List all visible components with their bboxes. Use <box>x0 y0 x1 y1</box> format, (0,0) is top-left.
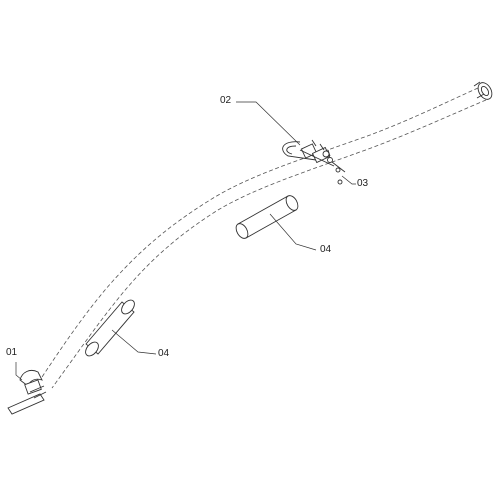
hose-edge-lower <box>51 99 487 389</box>
callout-04-lower: 04 <box>158 348 170 359</box>
leader-02 <box>236 101 301 146</box>
leader-04-lower <box>111 329 157 355</box>
fasteners <box>327 157 346 185</box>
callout-03: 03 <box>357 178 369 189</box>
sleeve-lower <box>85 299 135 357</box>
hose <box>39 87 487 389</box>
leader-lines <box>15 101 356 381</box>
callout-04-upper: 04 <box>320 244 332 255</box>
leader-04-upper <box>269 213 317 251</box>
leader-03 <box>341 175 356 185</box>
sleeve-upper <box>235 195 299 239</box>
hose-end-fitting <box>473 81 493 100</box>
bracket-assembly <box>282 139 335 167</box>
hose-edge-upper <box>39 87 479 381</box>
callout-01: 01 <box>6 347 18 358</box>
leader-01 <box>15 362 23 381</box>
callout-02: 02 <box>220 95 232 106</box>
elbow-fitting <box>7 369 47 415</box>
